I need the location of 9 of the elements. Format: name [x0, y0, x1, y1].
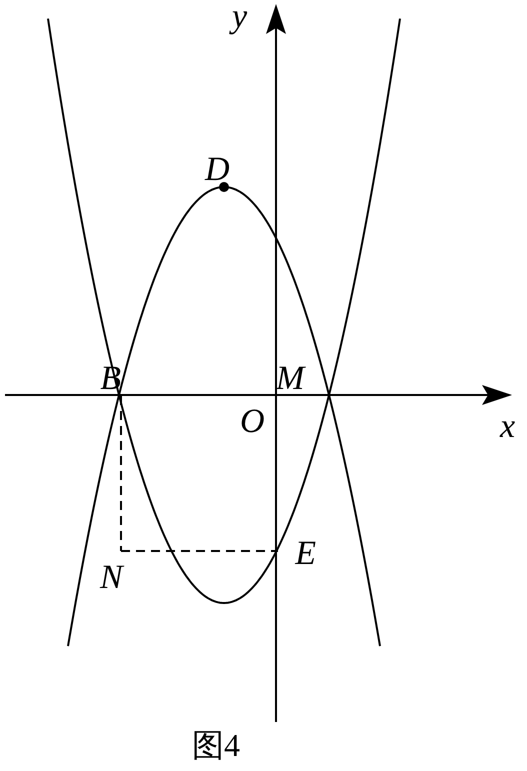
- point-label: M: [276, 362, 304, 396]
- point-label: N: [100, 561, 123, 595]
- point-label: O: [240, 405, 265, 439]
- point-label: E: [295, 537, 316, 571]
- figure-caption: 图4: [192, 728, 240, 762]
- dashed-line: [121, 550, 278, 552]
- axis-label: x: [500, 410, 516, 444]
- dashed-line: [120, 396, 122, 551]
- point-label: D: [205, 153, 230, 187]
